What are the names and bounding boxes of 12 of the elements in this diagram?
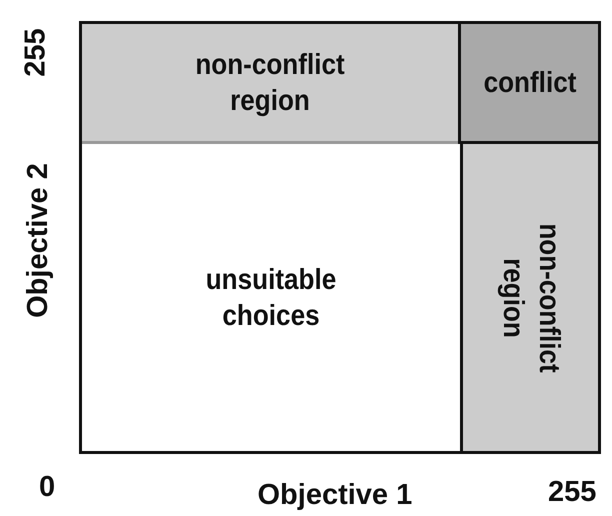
- region-band: [458, 24, 598, 144]
- region-label: non-conflict region: [194, 48, 346, 118]
- axis-tick-label: 255: [548, 476, 596, 508]
- region-band: [82, 24, 458, 144]
- region-label: conflict: [482, 66, 578, 100]
- region-label: non-conflict region: [496, 222, 566, 374]
- axis-tick-label: 0: [39, 470, 56, 504]
- region-band: [460, 144, 598, 451]
- axis-title: Objective 1: [258, 478, 412, 512]
- region-label: unsuitable choices: [204, 262, 338, 334]
- axis-title: Objective 2: [21, 162, 54, 318]
- axis-tick-label: 255: [20, 28, 53, 76]
